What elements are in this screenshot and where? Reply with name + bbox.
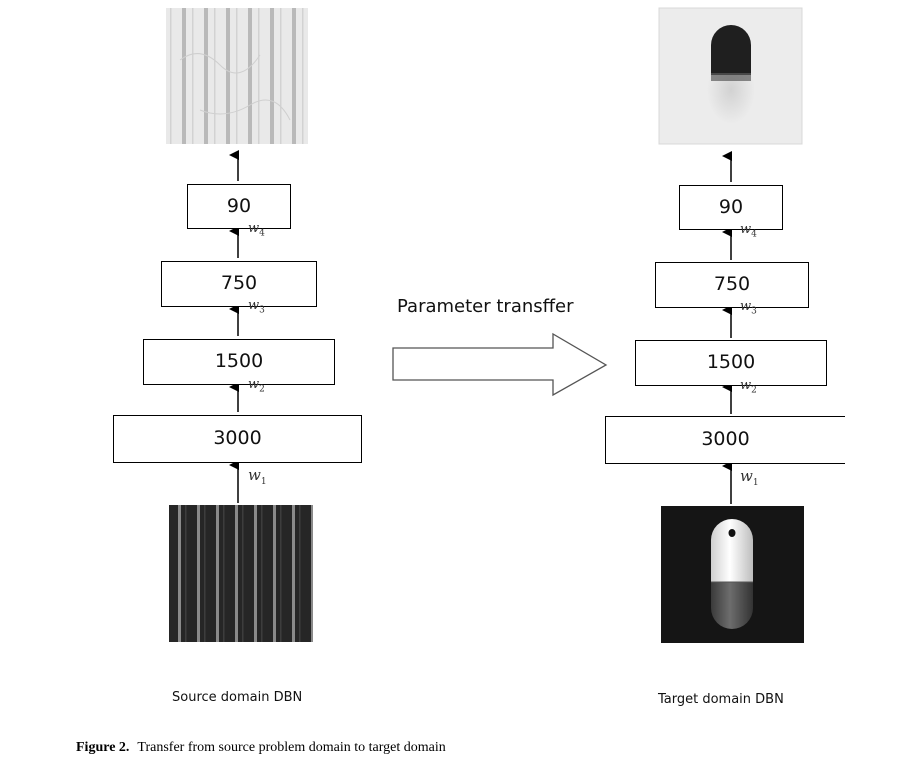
target-weight-2: w2 [740, 378, 757, 396]
source-weight-1: w1 [248, 466, 267, 487]
target-input-image [661, 506, 804, 643]
transfer-arrow [392, 332, 608, 397]
transfer-label: Parameter transffer [397, 296, 574, 317]
figure-number: Figure 2. [76, 740, 130, 755]
target-domain-label: Target domain DBN [658, 692, 784, 707]
source-layer-3000: 3000 [113, 415, 362, 463]
target-weight-4: w4 [740, 222, 757, 240]
source-layer-90: 90 [187, 184, 291, 229]
target-weight-3: w3 [740, 299, 757, 317]
source-domain-label: Source domain DBN [172, 690, 303, 705]
source-weight-4: w4 [248, 221, 265, 239]
source-weight-3: w3 [248, 298, 265, 316]
target-layer-750: 750 [655, 262, 809, 308]
target-weight-1: w1 [740, 467, 759, 488]
figure-caption: Figure 2. Transfer from source problem do… [76, 740, 446, 756]
source-layer-750: 750 [161, 261, 317, 307]
target-layer-1500: 1500 [635, 340, 827, 386]
target-layer-90: 90 [679, 185, 783, 230]
figure-caption-text: Transfer from source problem domain to t… [137, 740, 446, 755]
source-weight-2: w2 [248, 377, 265, 395]
target-layer-3000: 3000 [605, 416, 845, 464]
source-output-image [166, 8, 308, 144]
source-layer-1500: 1500 [143, 339, 335, 385]
target-output-image [658, 7, 803, 145]
source-input-image [169, 505, 313, 642]
